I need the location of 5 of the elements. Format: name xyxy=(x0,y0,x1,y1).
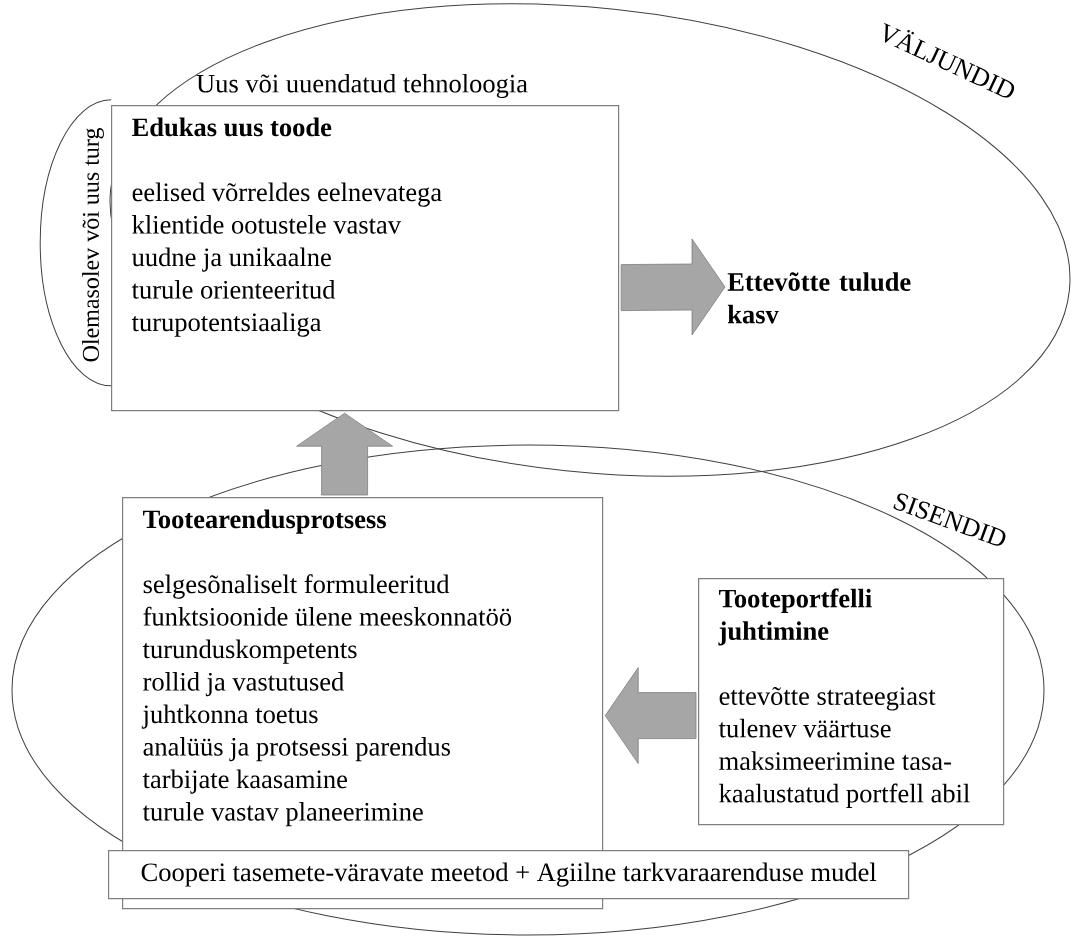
block-arrow xyxy=(620,238,726,336)
ellipse-label: Olemasolev või uus turg xyxy=(82,128,104,362)
block-arrow xyxy=(296,412,393,496)
block-arrow xyxy=(604,667,697,764)
result-text: Ettevõtte tulude kasv xyxy=(727,272,911,324)
